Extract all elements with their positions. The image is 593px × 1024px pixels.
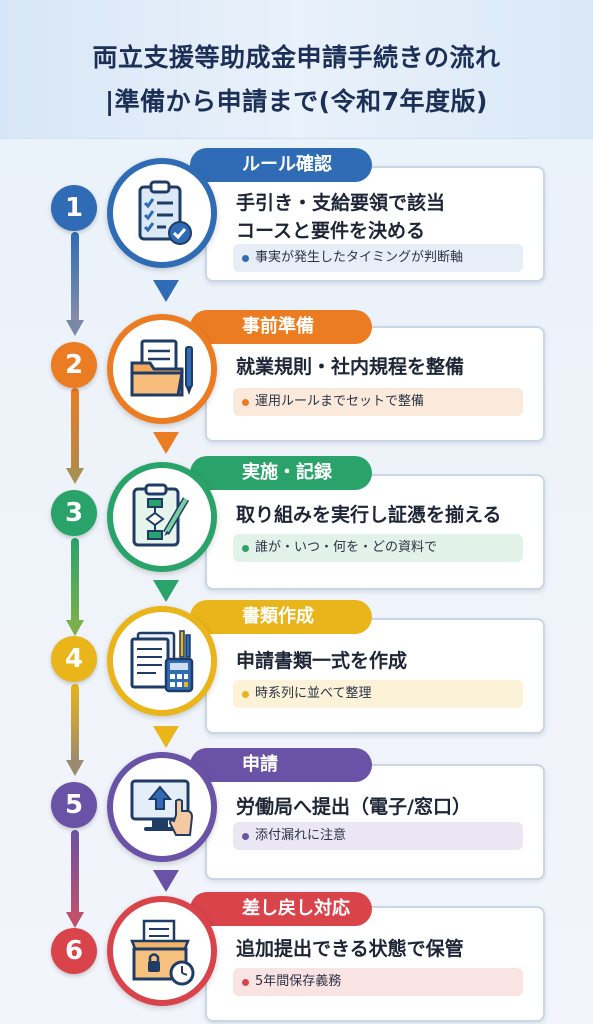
rail-segment-4 <box>71 684 79 764</box>
step-note-3: 誰が・いつ・何を・どの資料で <box>233 534 523 562</box>
step-heading-3: 取り組みを実行し証憑を揃える <box>236 504 502 526</box>
step-number-5: 5 <box>51 782 97 828</box>
bullet-dot-icon <box>242 691 249 698</box>
rail-arrow-4-icon <box>66 760 84 776</box>
bullet-dot-icon <box>242 833 249 840</box>
header-banner: 両立支援等助成金申請手続きの流れ |準備から申請まで(令和7年度版) <box>0 0 593 139</box>
monitor-upload-icon <box>130 779 194 836</box>
step-note-1-text: 事実が発生したタイミングが判断軸 <box>255 250 464 265</box>
step-card-4 <box>205 618 545 734</box>
connector-arrow-1-icon <box>153 280 179 302</box>
page-title-line1: 両立支援等助成金申請手続きの流れ <box>92 43 501 72</box>
step-tag-4: 書類作成 <box>190 600 372 634</box>
step-tag-3: 実施・記録 <box>190 456 372 490</box>
rail-arrow-1-icon <box>66 320 84 336</box>
step-note-6: 5年間保存義務 <box>233 968 523 996</box>
step-heading-6: 追加提出できる状態で保管 <box>236 938 464 960</box>
rail-arrow-3-icon <box>66 620 84 636</box>
step-note-5: 添付漏れに注意 <box>233 822 523 850</box>
step-heading-1b: コースと要件を決める <box>236 220 426 242</box>
step-number-3: 3 <box>51 490 97 536</box>
step-note-4: 時系列に並べて整理 <box>233 680 523 708</box>
step-icon-ring-5 <box>107 752 217 862</box>
step-note-5-text: 添付漏れに注意 <box>255 828 347 843</box>
step-tag-2: 事前準備 <box>190 310 372 344</box>
step-note-1: 事実が発生したタイミングが判断軸 <box>233 244 523 272</box>
flowchart-clipboard-icon <box>132 483 190 547</box>
step-heading-5: 労働局へ提出（電子/窓口） <box>236 796 471 818</box>
bullet-dot-icon <box>242 399 249 406</box>
bullet-dot-icon <box>242 979 249 986</box>
documents-calculator-icon <box>130 630 194 693</box>
clipboard-checklist-icon <box>138 180 192 245</box>
step-icon-ring-3 <box>107 462 217 572</box>
rail-segment-2 <box>71 388 79 472</box>
step-card-3 <box>205 474 545 590</box>
step-number-4: 4 <box>51 636 97 682</box>
step-tag-6: 差し戻し対応 <box>190 892 372 926</box>
step-note-4-text: 時系列に並べて整理 <box>255 686 372 701</box>
archive-box-clock-icon <box>130 919 195 986</box>
step-heading-2: 就業規則・社内規程を整備 <box>236 356 465 378</box>
step-icon-ring-4 <box>107 606 217 716</box>
step-tag-1: ルール確認 <box>190 148 372 182</box>
folder-documents-icon <box>130 339 193 397</box>
step-icon-ring-6 <box>107 896 217 1006</box>
step-icon-ring-1 <box>107 158 217 268</box>
bullet-dot-icon <box>242 545 249 552</box>
step-tag-5: 申請 <box>190 748 372 782</box>
connector-arrow-4-icon <box>153 726 179 748</box>
step-heading-4: 申請書類一式を作成 <box>236 650 408 672</box>
rail-segment-3 <box>71 538 79 624</box>
step-note-6-text: 5年間保存義務 <box>255 974 342 989</box>
rail-arrow-5-icon <box>66 912 84 928</box>
step-note-3-text: 誰が・いつ・何を・どの資料で <box>255 540 438 555</box>
connector-arrow-2-icon <box>153 432 179 454</box>
connector-arrow-3-icon <box>153 580 179 602</box>
step-icon-ring-2 <box>107 314 217 424</box>
rail-arrow-2-icon <box>66 468 84 484</box>
page-title-line2: |準備から申請まで(令和7年度版) <box>105 87 488 116</box>
step-heading-1a: 手引き・支給要領で該当 <box>236 192 446 214</box>
connector-arrow-5-icon <box>153 870 179 892</box>
step-number-6: 6 <box>51 928 97 974</box>
rail-segment-5 <box>71 830 79 916</box>
step-note-2-text: 運用ルールまでセットで整備 <box>255 394 425 409</box>
step-number-1: 1 <box>51 185 97 231</box>
step-note-2: 運用ルールまでセットで整備 <box>233 388 523 416</box>
bullet-dot-icon <box>242 255 249 262</box>
step-number-2: 2 <box>51 342 97 388</box>
rail-segment-1 <box>71 232 79 324</box>
